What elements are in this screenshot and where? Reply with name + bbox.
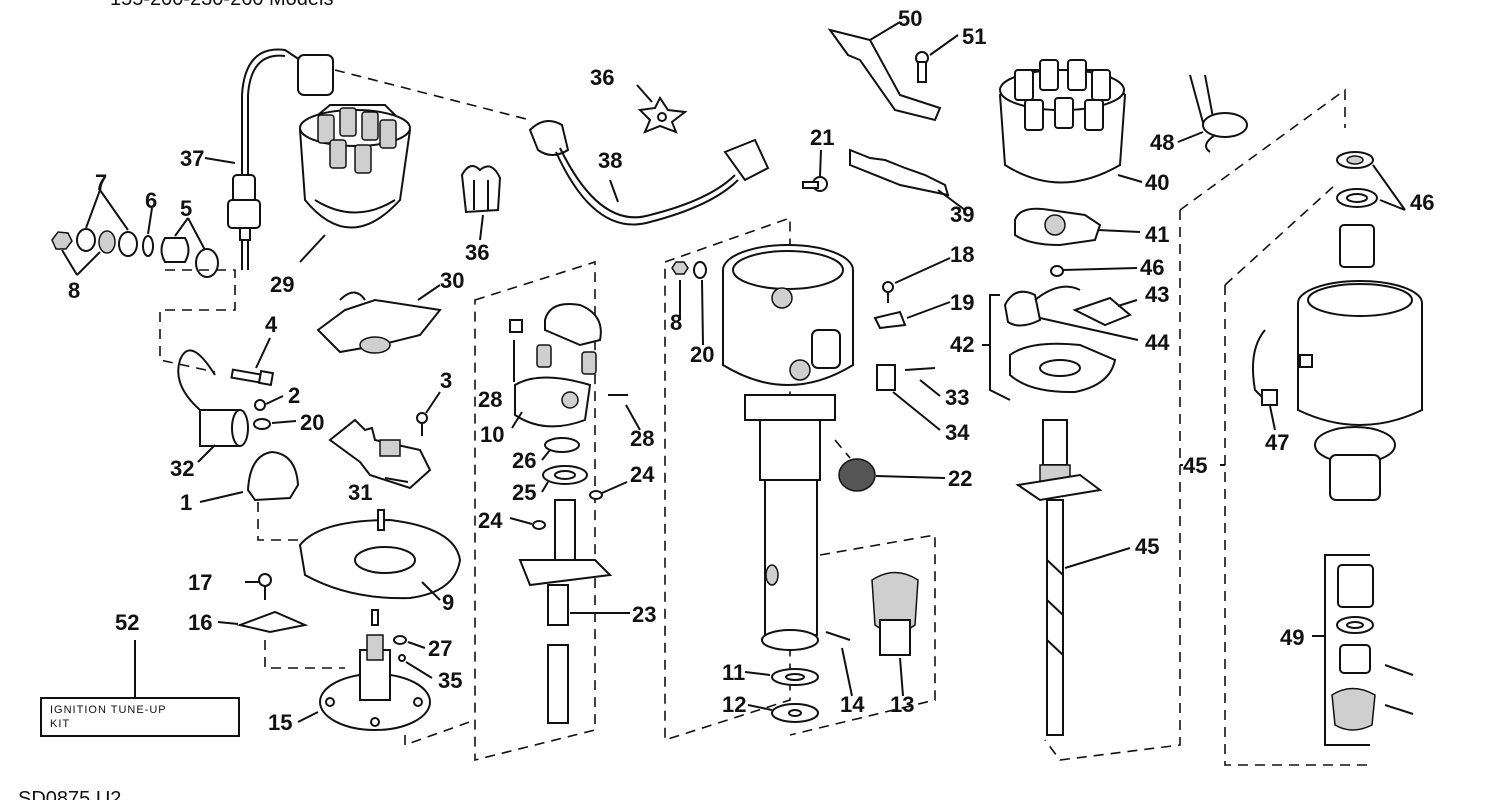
part-36-clip — [460, 165, 502, 214]
part-45-shaft — [1015, 419, 1103, 736]
part-housing-main — [722, 244, 854, 651]
callout-33: 33 — [945, 385, 969, 410]
callout-11: 11 — [722, 660, 745, 685]
part-30-rotor — [316, 291, 442, 354]
callout-36-top: 36 — [590, 65, 614, 90]
part-23-shaft — [518, 499, 613, 724]
callout-26: 26 — [512, 448, 536, 473]
part-29-distributor-cap — [298, 104, 412, 229]
header-models-text: 155-200-230-260 Models — [110, 0, 334, 10]
callout-28: 28 — [630, 426, 654, 451]
callout-13: 13 — [890, 692, 914, 717]
part-37-coil-wire — [227, 48, 334, 270]
callout-31: 31 — [348, 480, 372, 505]
callout-labels: 1 2 3 4 5 6 7 8 9 10 11 12 13 14 15 16 1… — [68, 6, 1434, 735]
part-50-bracket — [827, 28, 942, 122]
callout-14: 14 — [840, 692, 865, 717]
callout-46: 46 — [1410, 190, 1434, 215]
callout-41: 41 — [1145, 222, 1169, 247]
callout-19: 19 — [950, 290, 974, 315]
callout-29: 29 — [270, 272, 294, 297]
dashed-group-box-left — [474, 260, 596, 762]
callout-7: 7 — [95, 170, 107, 195]
callout-35: 35 — [438, 668, 462, 693]
callout-3: 3 — [440, 368, 452, 393]
part-31-point-set — [328, 418, 432, 490]
footer-code-text: SD0875 U2 — [18, 788, 121, 800]
part-41-rotor — [1014, 207, 1102, 247]
part-38-boot-wire — [528, 120, 770, 226]
callout-30: 30 — [440, 268, 464, 293]
ignition-tune-up-kit-box: IGNITION TUNE-UP KIT — [40, 697, 240, 737]
callout-8-center: 8 — [670, 310, 682, 335]
callout-28-left: 28 — [478, 387, 502, 412]
callout-16: 16 — [188, 610, 212, 635]
part-44-coil-module — [1003, 285, 1081, 327]
callout-44: 44 — [1145, 330, 1170, 355]
callout-6: 6 — [145, 188, 157, 213]
callout-2: 2 — [288, 383, 300, 408]
part-9-breaker-plate — [298, 509, 462, 600]
callout-51: 51 — [962, 24, 986, 49]
callout-25: 25 — [512, 480, 536, 505]
callout-24-left: 24 — [478, 508, 503, 533]
callout-20-center: 20 — [690, 342, 714, 367]
part-13-drive-gear — [871, 571, 919, 656]
callout-36: 36 — [465, 240, 489, 265]
part-32-condenser — [177, 349, 249, 447]
kit-line-2: KIT — [50, 718, 71, 730]
callout-34: 34 — [945, 420, 970, 445]
callout-18: 18 — [950, 242, 974, 267]
callout-23: 23 — [632, 602, 656, 627]
part-15-housing-base — [319, 609, 431, 731]
callout-20: 20 — [300, 410, 324, 435]
part-48-wire — [1189, 74, 1248, 153]
callout-42: 42 — [950, 332, 974, 357]
kit-line-1: IGNITION TUNE-UP — [50, 704, 167, 716]
callout-38: 38 — [598, 148, 622, 173]
callout-8: 8 — [68, 278, 80, 303]
dashed-group-box-center — [664, 216, 791, 742]
part-34-block — [876, 364, 896, 391]
part-7-8-nuts-washers — [51, 228, 219, 278]
callout-12: 12 — [722, 692, 746, 717]
callout-4: 4 — [265, 312, 278, 337]
callout-27: 27 — [428, 636, 452, 661]
callout-39: 39 — [950, 202, 974, 227]
part-40-distributor-cap — [998, 59, 1127, 184]
callout-32: 32 — [170, 456, 194, 481]
callout-48: 48 — [1150, 130, 1174, 155]
part-10-cam-weight-base — [514, 376, 592, 428]
callout-5: 5 — [180, 196, 192, 221]
callout-45: 45 — [1135, 534, 1159, 559]
callout-15: 15 — [268, 710, 292, 735]
callout-43: 43 — [1145, 282, 1169, 307]
callout-50: 50 — [898, 6, 922, 31]
part-36-star-spring — [637, 96, 688, 134]
callout-17: 17 — [188, 570, 212, 595]
callout-10: 10 — [480, 422, 504, 447]
callout-1: 1 — [180, 490, 192, 515]
callout-9: 9 — [442, 590, 454, 615]
callout-49: 49 — [1280, 625, 1304, 650]
callout-46-center: 46 — [1140, 255, 1164, 280]
part-1-clamp — [246, 450, 300, 502]
callout-52: 52 — [115, 610, 139, 635]
part-4-screw — [230, 368, 275, 387]
callout-22: 22 — [948, 466, 972, 491]
callout-45-right: 45 — [1183, 453, 1207, 478]
callout-24: 24 — [630, 462, 655, 487]
callout-47: 47 — [1265, 430, 1289, 455]
callout-37: 37 — [180, 146, 204, 171]
part-housing-right — [1297, 280, 1423, 501]
callout-21: 21 — [810, 125, 834, 150]
callout-40: 40 — [1145, 170, 1169, 195]
part-22-oil-cup — [838, 458, 876, 492]
